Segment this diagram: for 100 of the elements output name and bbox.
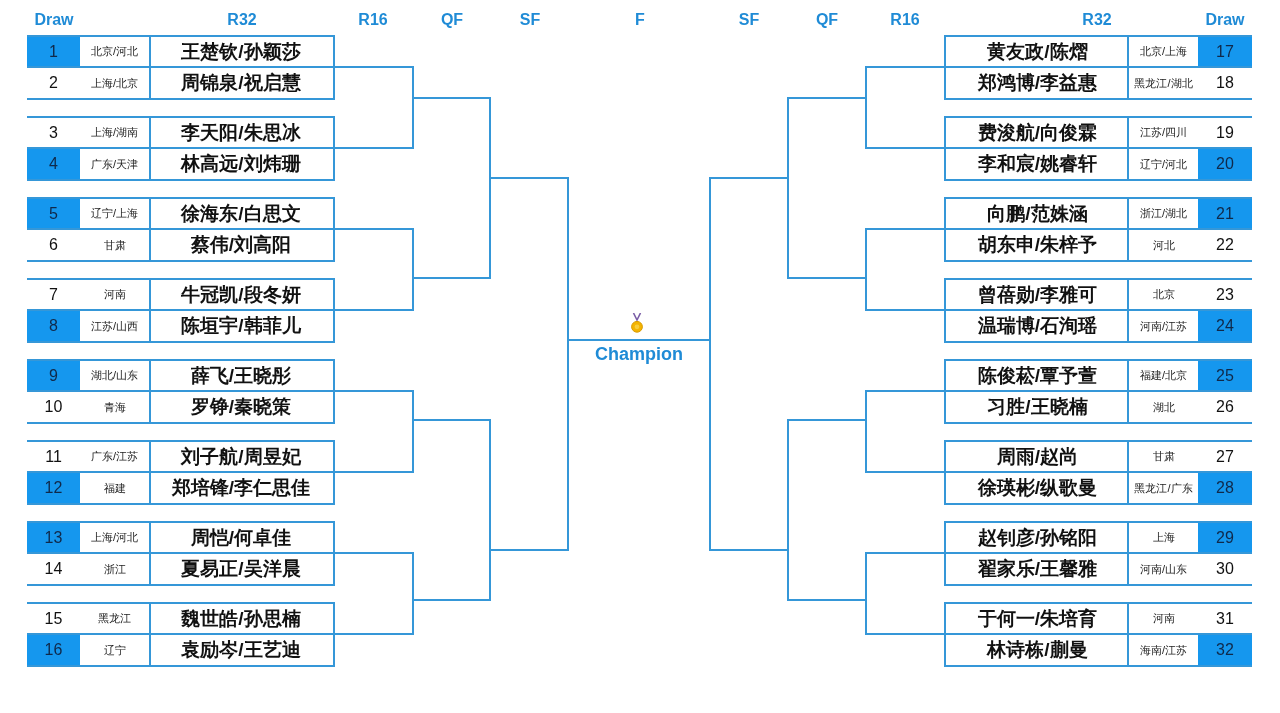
player-names: 陈俊菘/覃予萱 bbox=[977, 363, 1098, 388]
column-header: SF bbox=[738, 10, 760, 30]
player-names: 周恺/何卓佳 bbox=[190, 525, 292, 550]
bracket-line bbox=[412, 177, 491, 279]
bracket-line bbox=[865, 97, 945, 149]
entry-row bbox=[946, 311, 1252, 343]
player-names: 袁励岑/王艺迪 bbox=[181, 638, 301, 662]
column-header: Draw bbox=[34, 10, 74, 30]
bracket-line bbox=[709, 177, 789, 341]
bracket-line bbox=[865, 419, 945, 473]
entry-row bbox=[27, 473, 333, 505]
column-header: Draw bbox=[1205, 10, 1245, 30]
draw-number: 21 bbox=[1198, 199, 1252, 228]
match-box bbox=[944, 602, 1252, 667]
province-label: 广东/天津 bbox=[90, 156, 139, 172]
entry-row bbox=[946, 361, 1252, 392]
player-names: 徐瑛彬/纵歌曼 bbox=[977, 476, 1098, 500]
bracket-line bbox=[865, 390, 945, 421]
match-box bbox=[27, 602, 335, 667]
column-header: R32 bbox=[1082, 10, 1112, 30]
match-box bbox=[944, 35, 1252, 100]
draw-number: 20 bbox=[1198, 149, 1252, 179]
draw-number: 14 bbox=[44, 560, 63, 578]
draw-number: 18 bbox=[1216, 74, 1234, 92]
province-label: 甘肃 bbox=[1152, 449, 1175, 464]
entry-row bbox=[946, 473, 1252, 505]
column-header: QF bbox=[440, 10, 464, 30]
draw-number: 13 bbox=[27, 523, 80, 552]
province-label: 江苏/四川 bbox=[1139, 125, 1188, 140]
draw-number: 30 bbox=[1216, 560, 1234, 578]
player-names: 牛冠凯/段冬妍 bbox=[181, 282, 301, 307]
player-names: 曾蓓勋/李雅可 bbox=[977, 282, 1098, 307]
province-label: 河南 bbox=[103, 287, 126, 302]
province-label: 河南/山东 bbox=[1139, 561, 1188, 577]
province-label: 江苏/山西 bbox=[90, 318, 139, 334]
player-names: 郑培锋/李仁思佳 bbox=[171, 476, 311, 500]
province-label: 湖北 bbox=[1152, 399, 1175, 415]
entry-row bbox=[946, 635, 1252, 667]
column-header: R16 bbox=[358, 10, 388, 30]
match-box bbox=[944, 197, 1252, 262]
bracket-line bbox=[787, 419, 867, 551]
province-label: 黑龙江 bbox=[98, 611, 131, 626]
match-box bbox=[27, 359, 335, 424]
entry-row bbox=[27, 37, 333, 68]
match-box bbox=[944, 359, 1252, 424]
match-box bbox=[27, 521, 335, 586]
bracket-line bbox=[787, 549, 867, 601]
bracket-line bbox=[787, 177, 867, 279]
province-label: 河南 bbox=[1152, 611, 1175, 626]
province-label: 湖北/山东 bbox=[90, 368, 139, 383]
match-box bbox=[944, 521, 1252, 586]
player-names: 刘子航/周昱妃 bbox=[181, 444, 301, 469]
province-label: 辽宁 bbox=[103, 642, 126, 658]
draw-number: 22 bbox=[1216, 236, 1234, 254]
province-label: 北京/上海 bbox=[1139, 44, 1188, 59]
player-names: 黄友政/陈熠 bbox=[987, 39, 1088, 64]
draw-number: 19 bbox=[1216, 123, 1234, 142]
player-names: 于何一/朱培育 bbox=[977, 606, 1098, 631]
match-box bbox=[944, 440, 1252, 505]
player-names: 温瑞博/石洵瑶 bbox=[977, 314, 1098, 338]
bracket-line bbox=[865, 552, 945, 601]
match-box bbox=[944, 116, 1252, 181]
draw-number: 26 bbox=[1216, 398, 1234, 416]
player-names: 林诗栋/蒯曼 bbox=[987, 638, 1088, 662]
column-header: R32 bbox=[227, 10, 257, 30]
draw-number: 23 bbox=[1216, 285, 1234, 304]
match-box bbox=[27, 197, 335, 262]
champion-label: Champion bbox=[595, 344, 683, 364]
draw-number: 4 bbox=[27, 149, 80, 179]
player-names: 李和宸/姚睿轩 bbox=[977, 152, 1098, 176]
player-names: 周雨/赵尚 bbox=[996, 444, 1079, 469]
player-names: 夏易正/吴洋晨 bbox=[181, 557, 301, 581]
draw-number: 31 bbox=[1216, 609, 1234, 628]
province-label: 上海/北京 bbox=[90, 75, 139, 91]
draw-number: 1 bbox=[27, 37, 80, 66]
bracket-line bbox=[865, 277, 945, 311]
entry-row bbox=[27, 635, 333, 667]
entry-row bbox=[946, 149, 1252, 181]
province-label: 青海 bbox=[103, 399, 126, 415]
bracket-line bbox=[787, 97, 867, 179]
player-names: 郑鸿博/李益惠 bbox=[977, 71, 1098, 95]
column-header: F bbox=[635, 10, 645, 30]
province-label: 浙江/湖北 bbox=[1139, 206, 1188, 221]
player-names: 罗铮/秦晓策 bbox=[190, 395, 292, 419]
province-label: 河南/江苏 bbox=[1139, 318, 1188, 334]
bracket-line bbox=[489, 339, 569, 551]
draw-number: 32 bbox=[1198, 635, 1252, 665]
draw-number: 6 bbox=[49, 236, 58, 254]
province-label: 海南/江苏 bbox=[1139, 642, 1188, 658]
entry-row bbox=[27, 361, 333, 392]
match-box bbox=[27, 116, 335, 181]
province-label: 黑龙江/广东 bbox=[1134, 480, 1193, 496]
draw-number: 24 bbox=[1198, 311, 1252, 341]
draw-number: 11 bbox=[45, 447, 62, 466]
draw-number: 29 bbox=[1198, 523, 1252, 552]
bracket-line bbox=[489, 177, 569, 341]
player-names: 费浚航/向俊霖 bbox=[977, 120, 1098, 145]
bracket-line bbox=[412, 419, 491, 551]
player-names: 胡东申/朱梓予 bbox=[977, 233, 1098, 257]
entry-row bbox=[27, 199, 333, 230]
